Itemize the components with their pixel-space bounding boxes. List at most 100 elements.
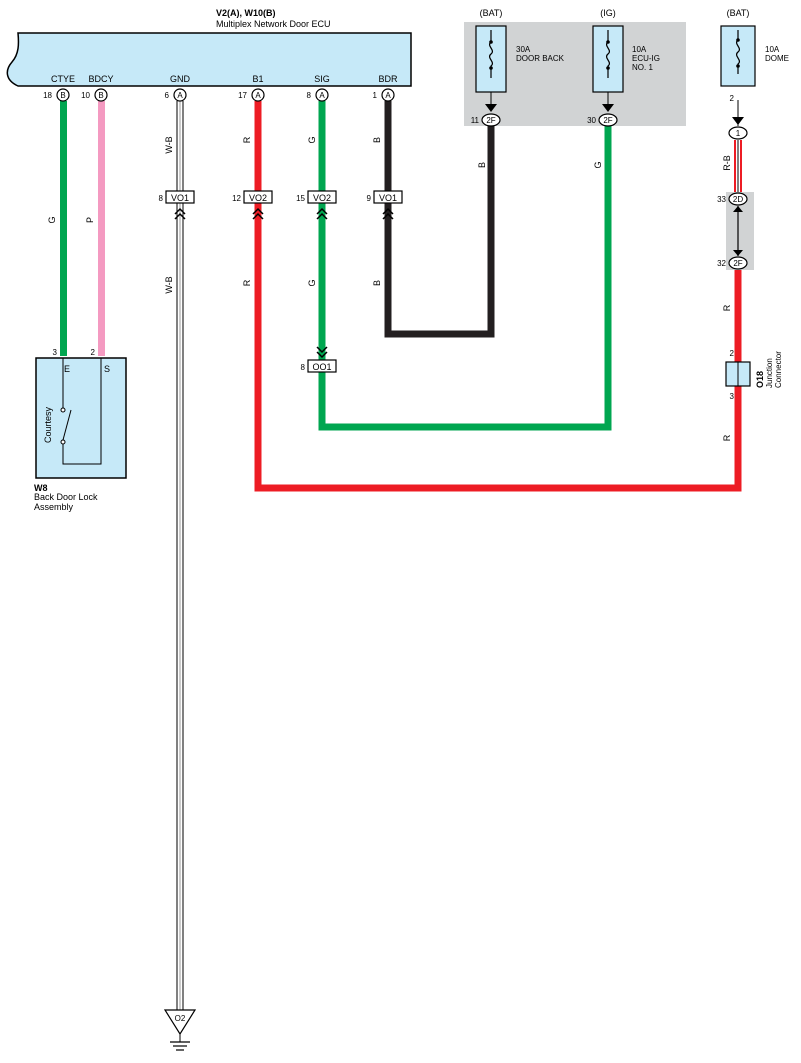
svg-text:1: 1 [736, 129, 741, 138]
svg-text:8: 8 [307, 91, 312, 100]
pin-label-ctye: CTYE [51, 74, 75, 84]
wire-label-gnd-bottom: W-B [164, 276, 174, 293]
fuse-dome: (BAT) 10A DOME 2 1 [720, 8, 789, 140]
svg-text:12: 12 [232, 194, 241, 203]
svg-text:2D: 2D [733, 195, 743, 204]
ecu-title: V2(A), W10(B) [216, 8, 276, 18]
svg-text:6: 6 [165, 91, 170, 100]
fuse-door-back: (BAT) 30A DOOR BACK 2F 11 [471, 8, 565, 127]
wire-label-bdr-top: B [372, 137, 382, 143]
wire-label-jc-r: R [722, 434, 732, 441]
wire-label-ctye: G [47, 216, 57, 223]
ecu-pin-b1: A 17 [238, 88, 265, 102]
pin-label-bdcy: BDCY [88, 74, 113, 84]
connector-vo1-bdr: 9 VO1 [367, 190, 403, 220]
junction-block-connectors: 2D 33 2F 32 [717, 192, 748, 270]
svg-text:W8: W8 [34, 483, 48, 493]
svg-text:3: 3 [730, 392, 735, 401]
svg-text:E: E [64, 364, 70, 374]
svg-text:10A: 10A [632, 45, 647, 54]
svg-text:2F: 2F [486, 116, 495, 125]
svg-text:10: 10 [81, 91, 90, 100]
svg-text:Assembly: Assembly [34, 502, 74, 512]
wire-label-ecuig: G [593, 161, 603, 168]
wire-label-b1-bottom: R [242, 279, 252, 286]
svg-text:VO1: VO1 [379, 193, 397, 203]
ecu-pin-bdr: A 1 [373, 88, 395, 102]
svg-text:8: 8 [301, 363, 306, 372]
svg-text:33: 33 [717, 195, 726, 204]
svg-text:2: 2 [730, 94, 735, 103]
svg-text:O18: O18 [755, 371, 765, 388]
wire-bdr-black [384, 101, 495, 338]
svg-text:(IG): (IG) [600, 8, 616, 18]
wire-label-doorback: B [477, 162, 487, 168]
svg-text:18: 18 [43, 91, 52, 100]
wire-label-bdcy: P [85, 217, 95, 223]
svg-text:B: B [60, 91, 65, 100]
ecu-pin-gnd: A 6 [165, 88, 187, 102]
svg-text:Courtesy: Courtesy [43, 406, 53, 443]
svg-text:8: 8 [159, 194, 164, 203]
ecu-body [6, 32, 412, 87]
ecu-pin-sig: A 8 [307, 88, 329, 102]
svg-text:30A: 30A [516, 45, 531, 54]
svg-text:O2: O2 [175, 1014, 186, 1023]
svg-text:32: 32 [717, 259, 726, 268]
wire-label-dome-rb: R-B [722, 155, 732, 171]
svg-text:30: 30 [587, 116, 596, 125]
svg-text:10A: 10A [765, 45, 780, 54]
ecu-subtitle: Multiplex Network Door ECU [216, 19, 331, 29]
ground-o2: O2 [163, 1009, 197, 1051]
wire-dome-rb [734, 140, 742, 192]
connector-vo1-gnd: 8 VO1 [159, 190, 195, 220]
svg-text:OO1: OO1 [312, 362, 331, 372]
pin-label-b1: B1 [252, 74, 263, 84]
ecu-pin-ctye: B 18 [43, 88, 70, 102]
svg-text:2: 2 [91, 348, 96, 357]
connector-oo1-sig: 8 OO1 [301, 346, 337, 373]
svg-text:S: S [104, 364, 110, 374]
svg-text:2F: 2F [733, 259, 742, 268]
pin-label-bdr: BDR [378, 74, 398, 84]
svg-text:NO. 1: NO. 1 [632, 63, 653, 72]
wire-label-b1-top: R [242, 136, 252, 143]
svg-text:17: 17 [238, 91, 247, 100]
junction-connector-o18: 2 3 O18 Junction Connector [725, 349, 783, 401]
svg-text:B: B [98, 91, 103, 100]
wire-gnd-wb [176, 101, 184, 1010]
svg-text:VO2: VO2 [249, 193, 267, 203]
svg-text:A: A [255, 91, 261, 100]
back-door-lock-assembly: 3 2 E S Courtesy W8 Back Door Lock Assem… [34, 348, 127, 512]
connector-vo2-sig: 15 VO2 [296, 190, 337, 220]
svg-text:2: 2 [730, 349, 735, 358]
wire-label-jb-r: R [722, 304, 732, 311]
svg-text:A: A [319, 91, 325, 100]
svg-text:VO1: VO1 [171, 193, 189, 203]
svg-text:VO2: VO2 [313, 193, 331, 203]
wire-sig-green [318, 101, 612, 431]
svg-text:9: 9 [367, 194, 372, 203]
svg-text:11: 11 [471, 116, 480, 125]
wire-ctye-green [60, 101, 67, 356]
svg-text:DOOR BACK: DOOR BACK [516, 54, 565, 63]
svg-text:Connector: Connector [774, 351, 783, 388]
svg-text:Junction: Junction [765, 358, 774, 388]
svg-text:(BAT): (BAT) [727, 8, 750, 18]
wire-label-sig-bottom: G [307, 279, 317, 286]
wire-label-gnd-top: W-B [164, 136, 174, 153]
svg-text:DOME: DOME [765, 54, 789, 63]
wire-label-sig-top: G [307, 136, 317, 143]
ecu-pin-bdcy: B 10 [81, 88, 108, 102]
svg-text:3: 3 [53, 348, 58, 357]
svg-text:15: 15 [296, 194, 305, 203]
svg-text:2F: 2F [603, 116, 612, 125]
connector-vo2-b1: 12 VO2 [232, 190, 273, 220]
pin-label-sig: SIG [314, 74, 330, 84]
svg-text:Back Door Lock: Back Door Lock [34, 492, 98, 502]
pin-label-gnd: GND [170, 74, 191, 84]
fuse-ecu-ig: (IG) 10A ECU-IG NO. 1 2F 30 [587, 8, 660, 127]
svg-text:ECU-IG: ECU-IG [632, 54, 660, 63]
wire-bdcy-pink [98, 101, 105, 356]
